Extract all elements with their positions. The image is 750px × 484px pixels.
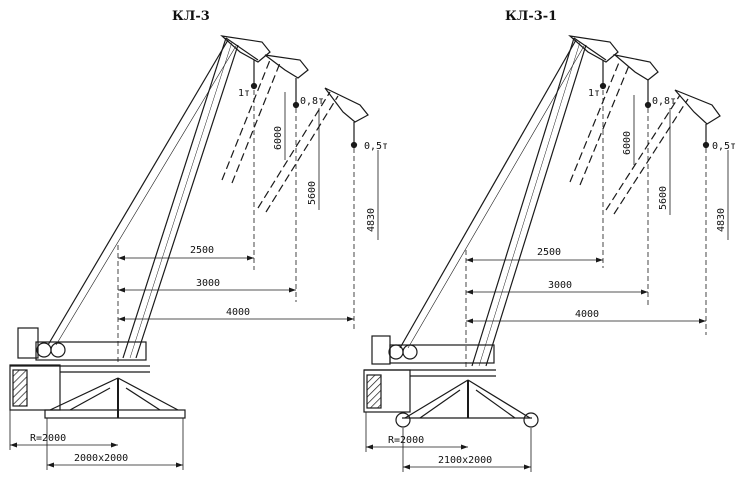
diagram-title: КЛ-3 — [172, 9, 210, 24]
height-label: 4830 — [716, 208, 727, 232]
height-label: 4830 — [366, 208, 377, 232]
load-label: 1т — [238, 88, 250, 99]
reach-label: 4000 — [575, 309, 599, 320]
reach-label: 3000 — [548, 280, 572, 291]
diagram-kl3-1: КЛ-3-1 — [363, 9, 729, 472]
height-label: 6000 — [273, 126, 284, 150]
reach-label: 2500 — [537, 247, 561, 258]
load-label: 0,8т — [300, 96, 324, 107]
reach-label: 4000 — [226, 307, 250, 318]
load-label: 1т — [588, 88, 600, 99]
height-label: 5600 — [307, 181, 318, 205]
diagram-kl3: КЛ-3 — [9, 9, 379, 470]
height-label: 6000 — [622, 131, 633, 155]
reach-label: 3000 — [196, 278, 220, 289]
radius-label: R=2000 — [388, 435, 424, 446]
height-label: 5600 — [658, 186, 669, 210]
diagram-kl3-labels: 1т 0,8т 0,5т 6000 5600 4830 2500 3000 40… — [30, 88, 388, 464]
radius-label: R=2000 — [30, 433, 66, 444]
base-label: 2100х2000 — [438, 455, 492, 466]
diagram-kl3-1-labels: 1т 0,8т 0,5т 6000 5600 4830 2500 3000 40… — [388, 88, 736, 466]
load-label: 0,8т — [652, 96, 676, 107]
reach-label: 2500 — [190, 245, 214, 256]
base-label: 2000х2000 — [74, 453, 128, 464]
load-label: 0,5т — [712, 141, 736, 152]
diagram-title: КЛ-3-1 — [505, 9, 557, 24]
load-label: 0,5т — [364, 141, 388, 152]
